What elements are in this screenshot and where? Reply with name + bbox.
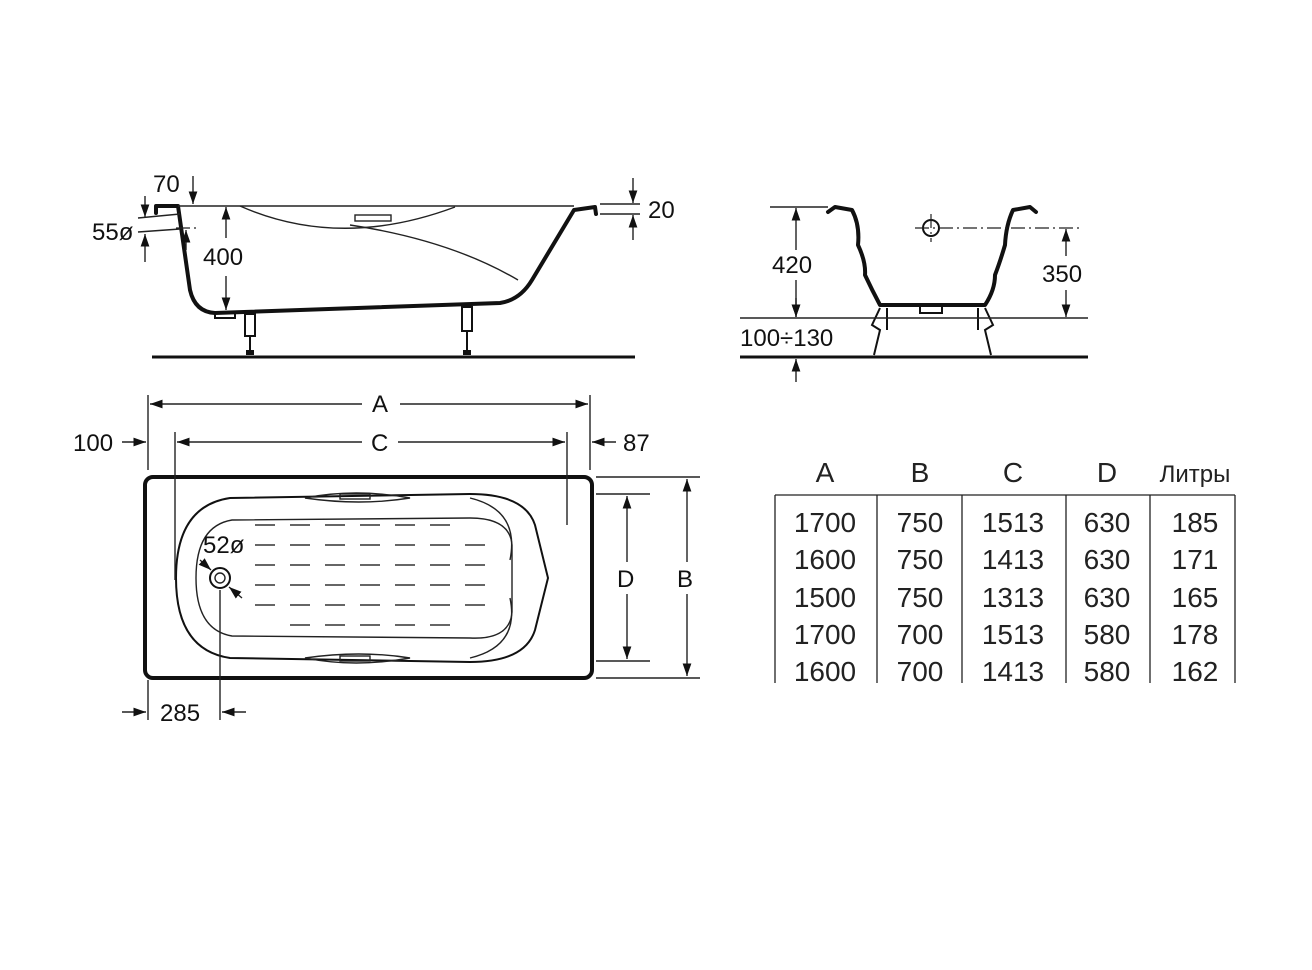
table-cell: 185 xyxy=(1172,507,1219,538)
table-header: Литры xyxy=(1160,461,1231,488)
table-cell: 700 xyxy=(897,619,944,650)
table-cell: 1500 xyxy=(794,582,856,613)
tub-end-profile xyxy=(826,205,1038,307)
table-header: D xyxy=(1097,457,1117,488)
dim-rim-label: 70 xyxy=(153,171,180,198)
dim-legs-label: 100÷130 xyxy=(740,325,833,352)
table-cell: 580 xyxy=(1084,619,1131,650)
leg xyxy=(870,307,888,356)
dim-left-label: 100 xyxy=(73,430,113,457)
table-cell: 630 xyxy=(1084,544,1131,575)
dim-right-label: 87 xyxy=(623,430,650,457)
anti-slip-pattern xyxy=(255,524,485,626)
dim-d-label: D xyxy=(617,566,634,593)
table-cell: 1513 xyxy=(982,507,1044,538)
table-cell: 630 xyxy=(1084,582,1131,613)
dimensions-table: A B C D Литры 1700 750 1513 630 185 1600 750 1413 630… xyxy=(774,457,1236,687)
leg xyxy=(461,306,473,355)
table-cell: 750 xyxy=(897,544,944,575)
handle xyxy=(354,214,392,222)
leg xyxy=(977,307,995,356)
dim-b-label: B xyxy=(677,566,693,593)
end-view: 420 100÷130 350 xyxy=(740,205,1088,382)
table-cell: 580 xyxy=(1084,656,1131,687)
dim-a-label: A xyxy=(372,391,388,418)
plan-view: 52ø A C 100 87 D B 285 xyxy=(73,391,700,727)
table-cell: 1313 xyxy=(982,582,1044,613)
table-cell: 1700 xyxy=(794,619,856,650)
table-cell: 162 xyxy=(1172,656,1219,687)
armrest-curve xyxy=(239,205,456,229)
table-cell: 1413 xyxy=(982,544,1044,575)
table-header: A xyxy=(816,457,835,488)
basin-outline xyxy=(174,492,550,664)
tub-side-profile xyxy=(154,204,598,315)
table-cell: 630 xyxy=(1084,507,1131,538)
dim-c-label: C xyxy=(371,430,388,457)
side-view: 70 55ø 400 20 xyxy=(92,171,675,359)
table-cell: 1600 xyxy=(794,656,856,687)
table-header: B xyxy=(911,457,930,488)
table-cell: 178 xyxy=(1172,619,1219,650)
dim-depth-label: 400 xyxy=(203,244,243,271)
drain-outlet xyxy=(214,311,236,319)
tub-outline xyxy=(143,475,594,680)
dim-height-label: 420 xyxy=(772,252,812,279)
table-cell: 1700 xyxy=(794,507,856,538)
dim-rim-thickness-label: 20 xyxy=(648,197,675,224)
leg xyxy=(244,313,256,355)
drain-icon xyxy=(209,567,231,589)
dim-overflow-label: 55ø xyxy=(92,219,134,246)
dim-overflow-height-label: 350 xyxy=(1042,261,1082,288)
table-cell: 171 xyxy=(1172,544,1219,575)
table-cell: 700 xyxy=(897,656,944,687)
dim-drain-offset-label: 285 xyxy=(160,700,200,727)
table-header: C xyxy=(1003,457,1023,488)
table-cell: 750 xyxy=(897,507,944,538)
table-cell: 750 xyxy=(897,582,944,613)
table-cell: 1600 xyxy=(794,544,856,575)
table-cell: 1513 xyxy=(982,619,1044,650)
table-cell: 165 xyxy=(1172,582,1219,613)
dim-drain-label: 52ø xyxy=(203,532,245,559)
table-cell: 1413 xyxy=(982,656,1044,687)
